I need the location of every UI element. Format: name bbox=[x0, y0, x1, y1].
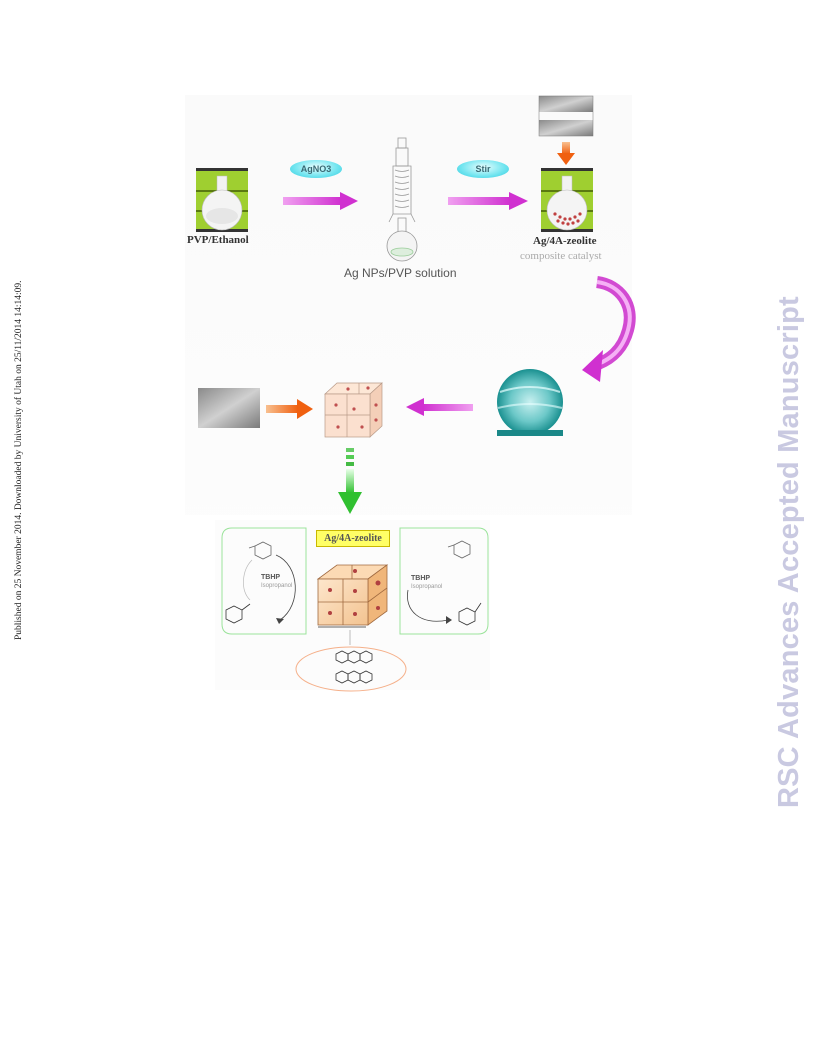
reagent-pill-1: AgNO3 bbox=[290, 160, 342, 178]
arrow-right-1 bbox=[283, 192, 358, 210]
reagent-pill-2: Stir bbox=[457, 160, 509, 178]
arrow-right-2 bbox=[448, 192, 528, 210]
sem-image-left bbox=[198, 388, 260, 428]
right-cycle-solvent: Isopropanol bbox=[411, 584, 443, 590]
curved-arrow-icon bbox=[582, 276, 636, 382]
teal-sphere-icon bbox=[497, 369, 563, 436]
arrow-down-orange bbox=[557, 142, 575, 165]
flask-product-icon bbox=[541, 168, 593, 232]
flask-pvp-icon bbox=[196, 168, 248, 232]
reflux-condenser-icon bbox=[386, 137, 418, 262]
zeolite-sem-images bbox=[538, 95, 594, 137]
catalyst-tag: Ag/4A-zeolite bbox=[316, 530, 390, 547]
left-cycle-panel bbox=[221, 527, 307, 635]
left-cycle-solvent: Isopropanol bbox=[261, 583, 293, 589]
flask-label: PVP/Ethanol bbox=[187, 234, 249, 246]
large-zeolite-cube-icon bbox=[316, 564, 389, 628]
right-cycle-panel bbox=[399, 527, 489, 635]
arrow-left-magenta bbox=[406, 398, 473, 416]
product-label: Ag/4A-zeolite bbox=[533, 235, 597, 247]
arrow-right-orange bbox=[266, 399, 313, 419]
left-cycle-reagent: TBHP bbox=[261, 574, 281, 581]
zeolite-cube-icon bbox=[324, 382, 383, 438]
solution-label: Ag NPs/PVP solution bbox=[344, 266, 457, 280]
product-sublabel: composite catalyst bbox=[520, 250, 602, 262]
right-cycle-reagent: TBHP bbox=[411, 575, 431, 582]
product-oval-icon bbox=[295, 646, 407, 692]
arrow-down-green bbox=[338, 448, 362, 514]
